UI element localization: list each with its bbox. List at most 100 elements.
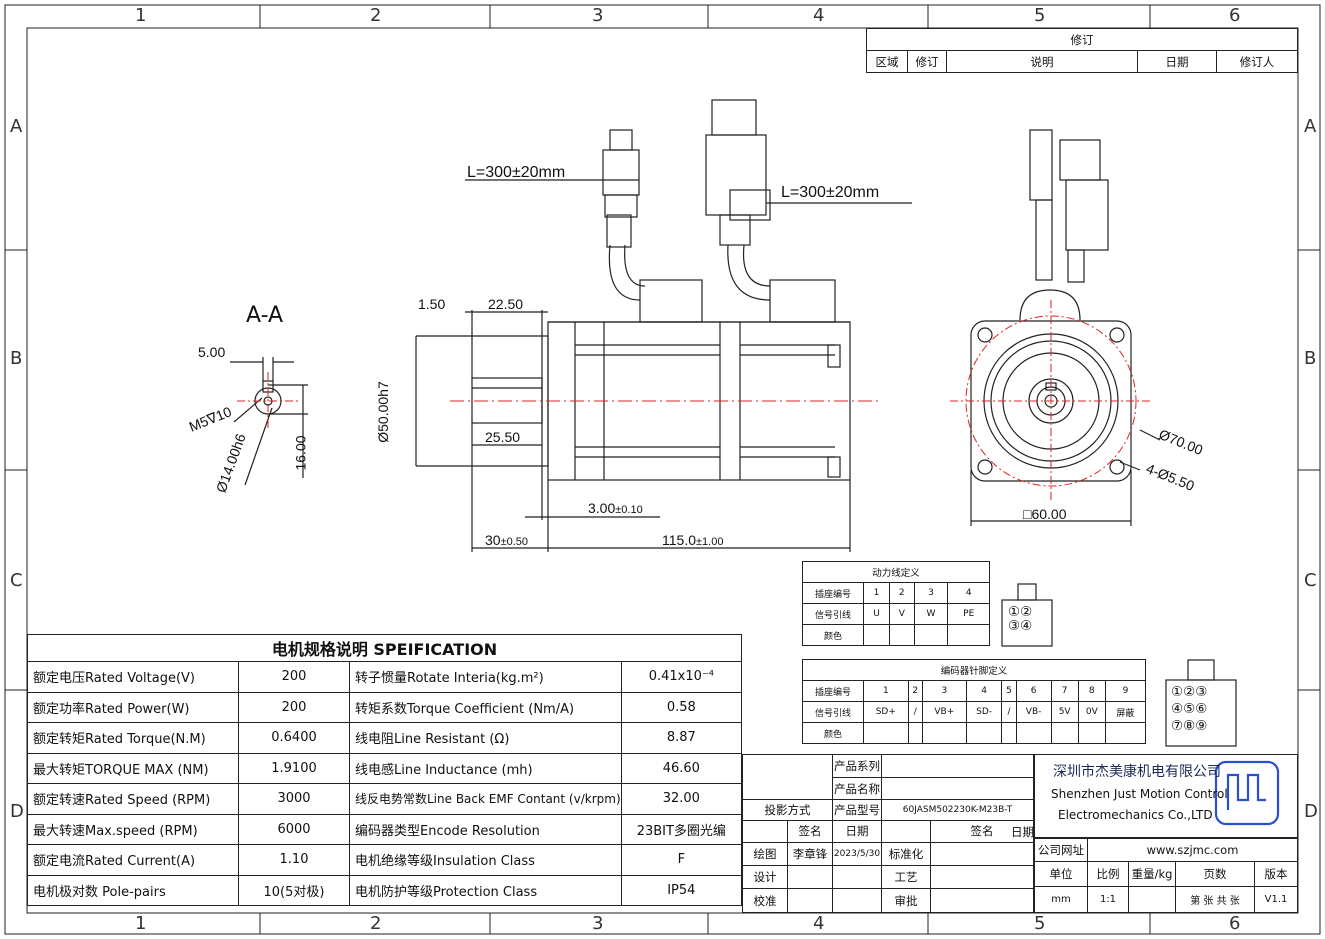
revision-header: 修订人: [1216, 50, 1298, 73]
encoder-cell: 2: [907, 680, 923, 702]
spec-value: 10(5对极): [238, 874, 350, 906]
tb-pages: 页数: [1175, 860, 1255, 887]
spec-label: 编码器类型Encode Resolution: [349, 813, 622, 845]
tb-process: 工艺: [881, 864, 931, 890]
tb-pages-value: 第 张 共 张: [1175, 885, 1255, 914]
spec-label: 最大转矩TORQUE MAX (NM): [27, 752, 239, 784]
spec-label: 额定转矩Rated Torque(N.M): [27, 722, 239, 754]
spec-value: 3000: [238, 783, 350, 815]
tb-scale-value: 1:1: [1087, 885, 1129, 914]
spec-value: 0.6400: [238, 722, 350, 754]
encoder-cell: 颜色: [802, 722, 864, 744]
tb-version-value: V1.1: [1254, 885, 1298, 914]
zone-col-2-bottom: 2: [370, 913, 382, 934]
zone-col-2: 2: [370, 5, 382, 26]
tb-standard: 标准化: [881, 841, 931, 867]
tb-check: 校准: [742, 888, 788, 913]
dim-1-50: 1.50: [418, 296, 446, 312]
tb-version: 版本: [1254, 860, 1298, 887]
company-name-en-2: Electromechanics Co.,LTD: [1058, 808, 1213, 822]
title-block-left: 产品系列 产品名称 投影方式 产品型号 60JASM502230K-M23B-T…: [742, 753, 1034, 913]
dim-square: □60.00: [1023, 506, 1067, 522]
power-pin-table: 动力线定义 插座编号 1 2 3 4 信号引线 U V W PE 颜色: [802, 561, 990, 646]
spec-value: 32.00: [620, 783, 743, 815]
power-cell: PE: [947, 603, 990, 625]
spec-label: 电机绝缘等级Insulation Class: [349, 844, 622, 876]
encoder-cell: 8: [1077, 680, 1106, 702]
spec-label: 额定电流Rated Current(A): [27, 844, 239, 876]
zone-row-a-right: A: [1304, 116, 1317, 137]
spec-value: 6000: [238, 813, 350, 845]
tb-draw: 绘图: [742, 841, 788, 867]
tb-scale: 比例: [1087, 860, 1129, 887]
tb-sign: 签名: [787, 820, 833, 843]
spec-value: 46.60: [620, 752, 743, 784]
power-cell: V: [889, 603, 915, 625]
tb-website: www.szjmc.com: [1087, 838, 1298, 862]
zone-col-1: 1: [135, 5, 147, 26]
zone-row-b-right: B: [1304, 348, 1317, 369]
encoder-cell: 3: [921, 680, 967, 702]
zone-row-b: B: [10, 348, 23, 369]
power-cell: U: [863, 603, 890, 625]
zone-col-6: 6: [1229, 5, 1241, 26]
spec-label: 额定功率Rated Power(W): [27, 691, 239, 723]
spec-label: 线电阻Line Resistant (Ω): [349, 722, 622, 754]
power-cell: 4: [947, 582, 990, 604]
zone-col-5-bottom: 5: [1034, 913, 1046, 934]
tb-product-name: 产品名称: [832, 777, 882, 800]
zone-col-5: 5: [1034, 5, 1046, 26]
encoder-cell: SD+: [863, 701, 909, 723]
encoder-cell: 6: [1015, 680, 1052, 702]
power-table-title: 动力线定义: [802, 561, 990, 583]
encoder-cell: /: [1001, 701, 1017, 723]
power-cell: 3: [913, 582, 949, 604]
encoder-cell: 屏蔽: [1104, 701, 1147, 723]
company-name-cn: 深圳市杰美康机电有限公司: [1053, 764, 1221, 780]
spec-value: 1.10: [238, 844, 350, 876]
tb-design: 设计: [742, 864, 788, 890]
tb-model-value: 60JASM502230K-M23B-T: [881, 798, 1034, 822]
spec-label: 转矩系数Torque Coefficient (Nm/A): [349, 691, 622, 723]
spec-label: 转子惯量Rotate Interia(kg.m²): [349, 661, 622, 693]
dim-shaft-length: 30±0.50: [485, 532, 529, 548]
spec-label: 额定电压Rated Voltage(V): [27, 661, 239, 693]
encoder-cell: 插座编号: [802, 680, 864, 702]
zone-col-3-bottom: 3: [592, 913, 604, 934]
zone-row-a: A: [10, 116, 23, 137]
tb-unit-value: mm: [1034, 885, 1088, 914]
revision-header: 修订: [907, 50, 947, 73]
cable-length-encoder: L=300±20mm: [781, 184, 880, 201]
dim-25-50: 25.50: [485, 429, 521, 445]
encoder-cell: 4: [965, 680, 1003, 702]
revision-title: 修订: [866, 28, 1298, 51]
spec-value: 0.41x10⁻⁴: [620, 661, 743, 693]
power-cell: 信号引线: [802, 603, 864, 625]
encoder-cell: VB+: [921, 701, 967, 723]
tb-projection: 投影方式: [742, 798, 833, 822]
company-name-en-1: Shenzhen Just Motion Control: [1051, 787, 1228, 801]
tb-approve: 审批: [881, 888, 931, 913]
spec-label: 最大转速Max.speed (RPM): [27, 813, 239, 845]
power-cell: 颜色: [802, 624, 864, 646]
spec-label: 电机极对数 Pole-pairs: [27, 874, 239, 906]
encoder-cell: /: [907, 701, 923, 723]
spec-label: 额定转速Rated Speed (RPM): [27, 783, 239, 815]
zone-col-3: 3: [592, 5, 604, 26]
encoder-cell: 5V: [1050, 701, 1079, 723]
dim-key-width: 5.00: [198, 344, 226, 360]
tb-unit: 单位: [1034, 860, 1088, 887]
encoder-pin-table: 编码器针脚定义 插座编号 1 2 3 4 5 6 7 8 9 信号引线 SD+ …: [802, 659, 1147, 744]
encoder-cell: SD-: [965, 701, 1003, 723]
zone-col-4-bottom: 4: [813, 913, 825, 934]
spec-label: 电机防护等级Protection Class: [349, 874, 622, 906]
dim-body-length: 115.0±1.00: [662, 532, 724, 548]
zone-row-c: C: [10, 570, 23, 591]
encoder-cell: 9: [1104, 680, 1147, 702]
power-cell: 2: [889, 582, 915, 604]
encoder-cell: 1: [863, 680, 909, 702]
spec-title: 电机规格说明 SPEIFICATION: [27, 634, 742, 662]
spec-value: 8.87: [620, 722, 743, 754]
cable-length-power: L=300±20mm: [467, 164, 566, 181]
